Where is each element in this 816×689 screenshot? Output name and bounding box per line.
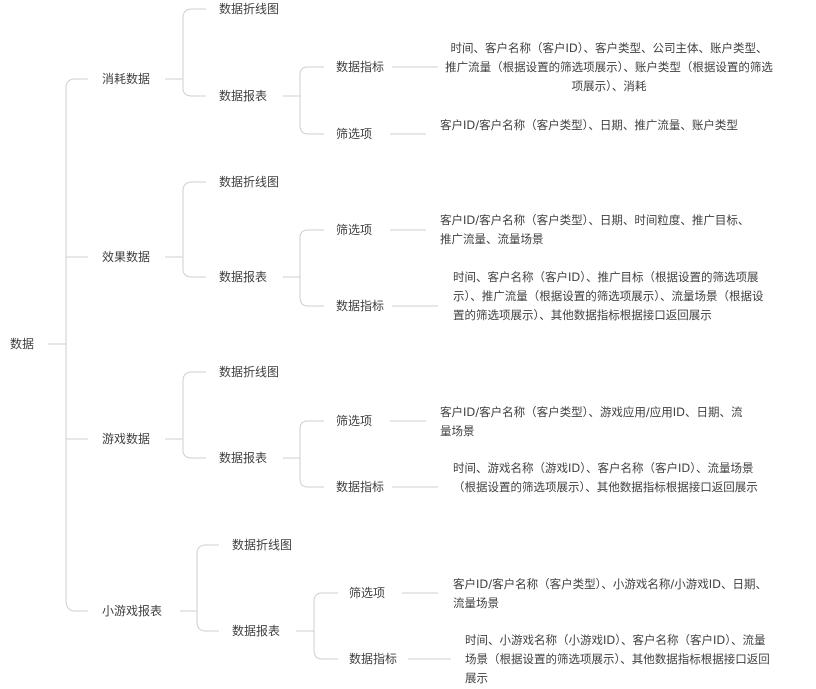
branch-node: 游戏数据 <box>102 432 151 446</box>
report-node: 数据报表 <box>219 451 268 465</box>
branch-node: 小游戏报表 <box>102 604 163 618</box>
item-node: 数据指标 <box>336 60 385 74</box>
item-node: 筛选项 <box>336 414 373 428</box>
item-node: 数据指标 <box>336 480 385 494</box>
item-node: 筛选项 <box>336 127 373 141</box>
item-description: 客户ID/客户名称（客户类型）、小游戏名称/小游戏ID、日期、流量场景 <box>453 577 767 610</box>
report-node: 数据报表 <box>232 624 281 638</box>
item-description: 时间、小游戏名称（小游戏ID）、客户名称（客户ID）、流量场景（根据设置的筛选项… <box>465 633 770 685</box>
item-node: 数据指标 <box>349 652 398 666</box>
item-description: 时间、客户名称（客户ID）、客户类型、公司主体、账户类型、推广流量（根据设置的筛… <box>445 41 773 93</box>
item-description: 客户ID/客户名称（客户类型）、日期、时间粒度、推广目标、推广流量、流量场景 <box>440 213 750 246</box>
branch-node: 效果数据 <box>102 250 151 264</box>
item-description: 时间、客户名称（客户ID）、推广目标（根据设置的筛选项展示）、推广流量（根据设置… <box>453 270 764 322</box>
line-chart-node: 数据折线图 <box>219 175 280 189</box>
line-chart-node: 数据折线图 <box>219 2 280 16</box>
item-description: 客户ID/客户名称（客户类型）、游戏应用/应用ID、日期、流量场景 <box>440 405 743 438</box>
branch-node: 消耗数据 <box>102 72 151 86</box>
report-node: 数据报表 <box>219 270 268 284</box>
item-node: 筛选项 <box>336 223 373 237</box>
line-chart-node: 数据折线图 <box>232 538 293 552</box>
line-chart-node: 数据折线图 <box>219 365 280 379</box>
item-description: 客户ID/客户名称（客户类型）、日期、推广流量、账户类型 <box>440 118 738 132</box>
item-description: 时间、游戏名称（游戏ID）、客户名称（客户ID）、流量场景（根据设置的筛选项展示… <box>453 461 758 494</box>
report-node: 数据报表 <box>219 89 268 103</box>
item-node: 数据指标 <box>336 299 385 313</box>
item-node: 筛选项 <box>349 586 386 600</box>
root-node: 数据 <box>10 337 35 351</box>
